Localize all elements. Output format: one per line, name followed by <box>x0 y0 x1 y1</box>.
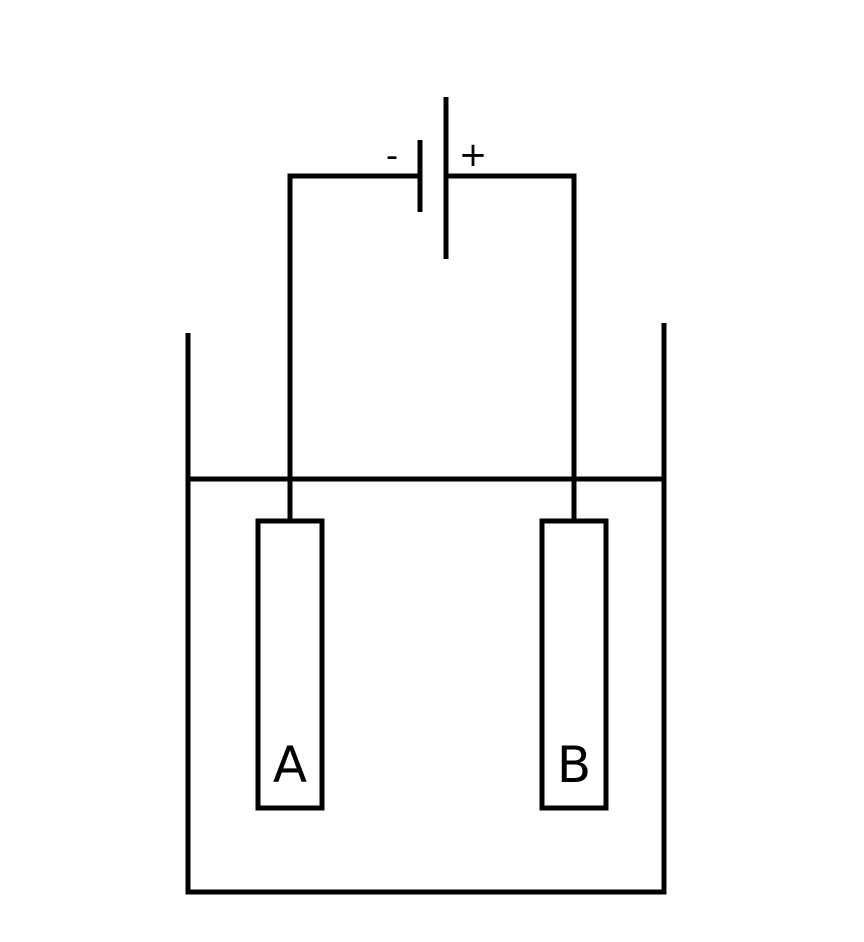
battery-negative-symbol: - <box>386 136 398 176</box>
electrode-a-label: A <box>273 736 307 794</box>
electrode-b-label: B <box>557 736 591 794</box>
electrode-b: B <box>539 518 609 811</box>
wire-left <box>287 173 420 521</box>
battery: - + <box>386 97 487 259</box>
electrode-a: A <box>255 518 325 811</box>
beaker <box>185 323 667 895</box>
wire-right <box>446 173 577 521</box>
battery-positive-symbol: + <box>459 135 488 175</box>
electrode-b-plate <box>539 518 609 811</box>
electrode-a-plate <box>255 518 325 811</box>
